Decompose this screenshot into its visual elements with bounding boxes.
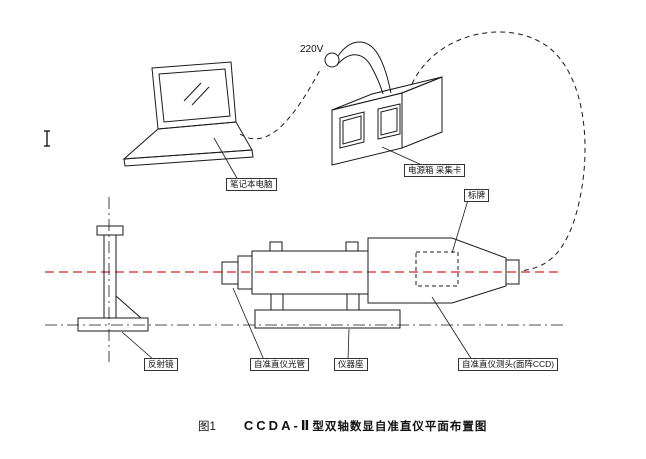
tube-support-2 — [346, 293, 360, 311]
label-tube: 自准直仪光管 — [250, 358, 310, 371]
power-cord-2 — [336, 54, 384, 95]
reflector-gusset — [115, 295, 142, 319]
label-reflector: 反射镜 — [144, 358, 178, 371]
figure-title: 型双轴数显自准直仪平面布置图 — [312, 421, 488, 433]
label-head: 自准直仪测头(面阵CCD) — [458, 358, 559, 371]
laptop-front-edge — [123, 149, 254, 167]
box-slot-2-outer — [377, 103, 401, 140]
laptop-screen-inner — [158, 68, 231, 123]
figure-code: CCDA-Ⅱ — [243, 418, 313, 433]
reflector-top-cap — [96, 225, 124, 236]
leader-nameplate — [451, 199, 469, 254]
instrument-base-plate — [254, 309, 401, 329]
reflector-base-plate — [77, 317, 149, 332]
tube-knob-2 — [345, 241, 359, 252]
figure-number: 图1 — [198, 421, 216, 433]
head-end-cap — [505, 259, 520, 285]
collimator-head — [367, 237, 520, 304]
leader-base — [347, 328, 350, 361]
tube-knob-1 — [269, 241, 283, 252]
leader-laptop — [213, 137, 239, 181]
tube-segment-1 — [221, 261, 239, 285]
cable-laptop-to-box — [239, 69, 321, 140]
label-nameplate: 标牌 — [464, 189, 490, 202]
collimator-tube — [221, 241, 369, 311]
leader-power-box — [381, 146, 425, 167]
laptop-keyboard — [122, 121, 253, 160]
box-slot-1-inner — [342, 115, 362, 145]
box-slot-2-inner — [380, 107, 398, 136]
leader-reflector — [121, 331, 155, 361]
reflector-stem — [103, 234, 117, 319]
reflector-mirror — [77, 225, 149, 332]
leader-tube — [232, 287, 265, 361]
nameplate-outline — [415, 251, 459, 287]
signal-cables — [239, 31, 586, 272]
label-base: 仪器座 — [334, 358, 368, 371]
laptop — [122, 61, 254, 167]
cable-box-to-head — [411, 31, 586, 272]
leader-head — [431, 296, 473, 361]
figure-caption: 图1 CCDA-Ⅱ型双轴数显自准直仪平面布置图 — [198, 418, 487, 434]
box-slot-1-outer — [339, 111, 365, 149]
label-power-box: 电源箱 采集卡 — [404, 164, 466, 177]
voltage-label: 220V — [300, 44, 324, 55]
box-right-face — [401, 76, 443, 149]
power-box — [331, 76, 443, 166]
tube-support-1 — [270, 293, 284, 311]
plug-circle — [324, 52, 340, 68]
label-laptop: 笔记本电脑 — [226, 178, 277, 191]
text-cursor-artifact — [44, 130, 50, 147]
leader-lines — [121, 137, 473, 361]
power-cord-1 — [337, 41, 392, 94]
head-body — [367, 237, 507, 304]
screen-glare-2 — [191, 86, 210, 106]
box-top-face — [331, 76, 443, 111]
screen-glare-1 — [183, 82, 202, 102]
power-plug — [324, 41, 392, 95]
